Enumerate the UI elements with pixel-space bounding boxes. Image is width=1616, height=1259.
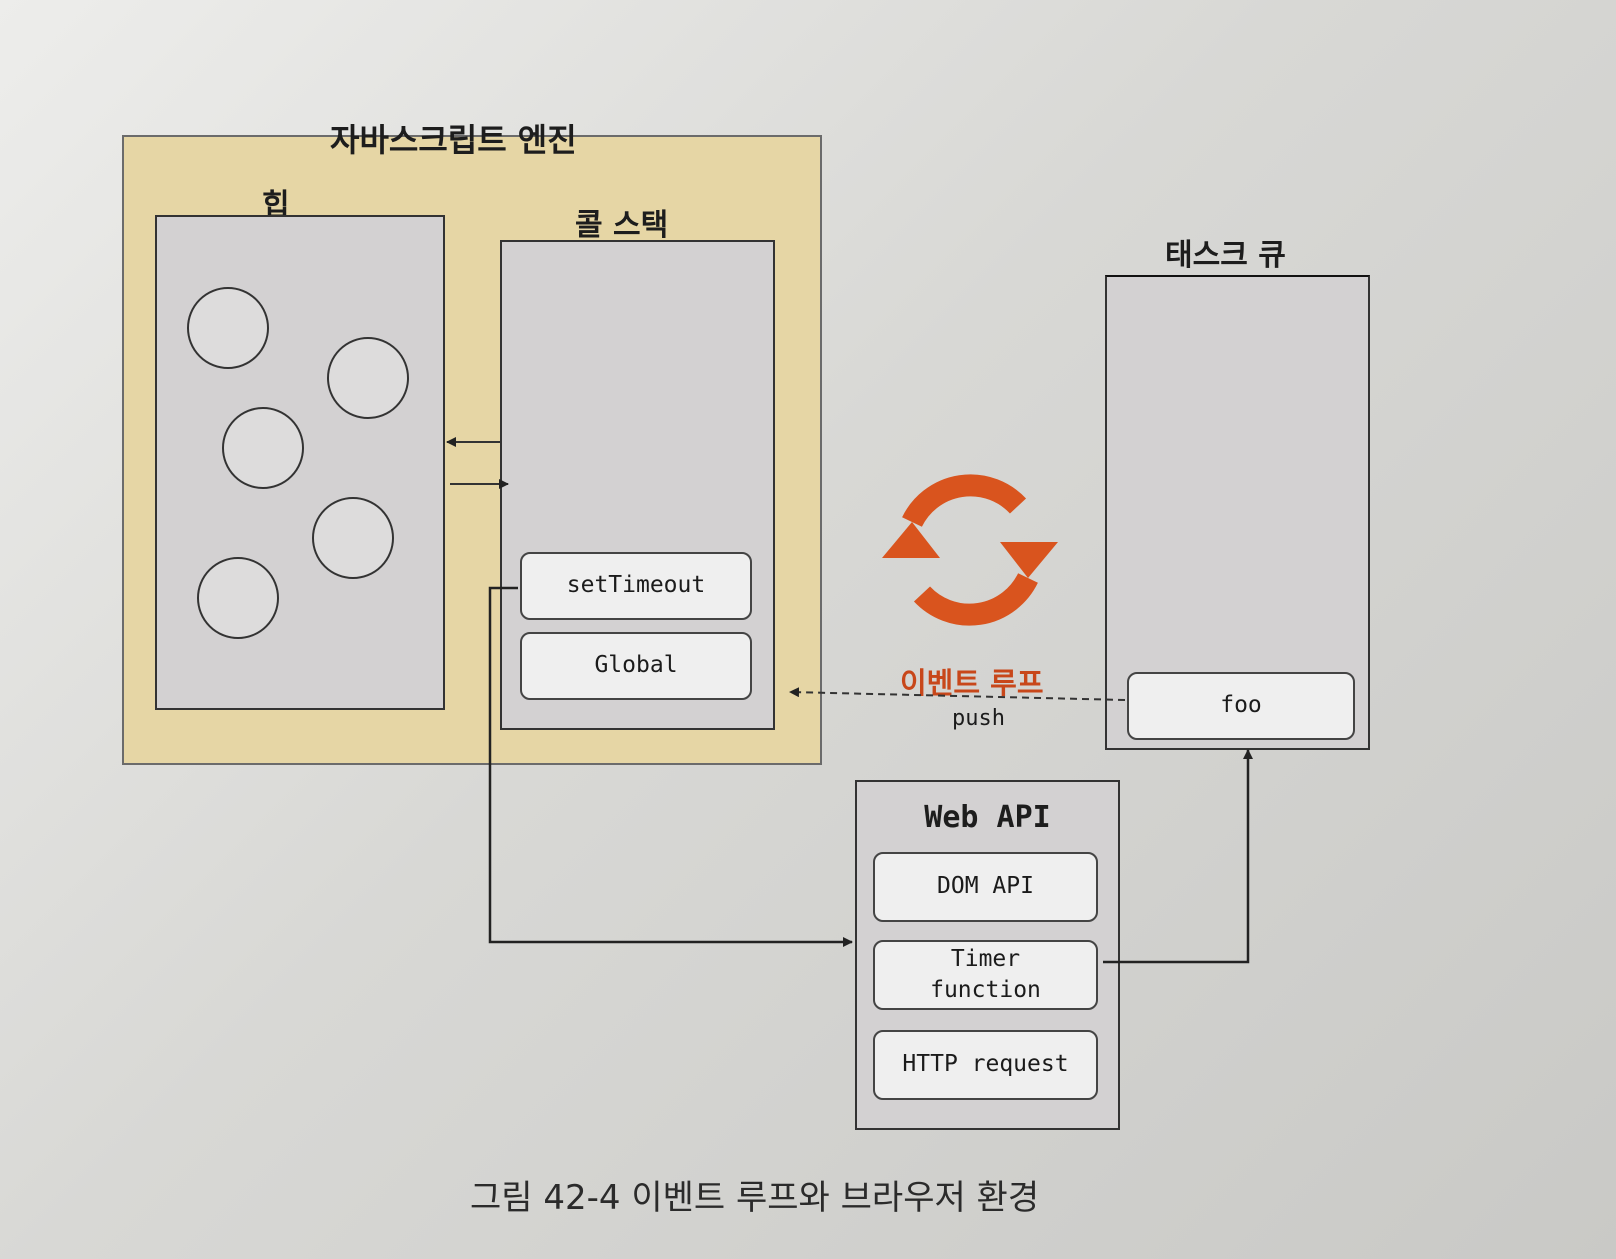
call-stack-frame-global: Global xyxy=(520,632,752,700)
push-label: push xyxy=(952,706,1005,731)
web-api-http-request: HTTP request xyxy=(873,1030,1098,1100)
task-queue-panel: foo xyxy=(1105,275,1370,750)
heap-object xyxy=(197,557,279,639)
event-loop-label: 이벤트 루프 xyxy=(900,666,1044,700)
call-stack-frame-settimeout: setTimeout xyxy=(520,552,752,620)
timer-to-task-queue-arrow xyxy=(1103,749,1253,964)
call-stack-panel: setTimeout Global xyxy=(500,240,775,730)
web-api-title: Web API xyxy=(924,800,1051,835)
call-stack-title: 콜 스택 xyxy=(575,208,669,243)
engine-title: 자바스크립트 엔진 xyxy=(330,121,577,159)
event-loop-icon xyxy=(882,474,1058,626)
heap-panel xyxy=(155,215,445,710)
settimeout-to-timer-arrow xyxy=(488,586,853,947)
heap-object xyxy=(327,337,409,419)
task-queue-item-foo: foo xyxy=(1127,672,1355,740)
web-api-dom-api: DOM API xyxy=(873,852,1098,922)
task-queue-title: 태스크 큐 xyxy=(1165,238,1286,273)
web-api-panel: Web API DOM API Timer function HTTP requ… xyxy=(855,780,1120,1130)
heap-object xyxy=(222,407,304,489)
heap-object xyxy=(187,287,269,369)
figure-caption: 그림 42-4 이벤트 루프와 브라우저 환경 xyxy=(470,1178,1040,1218)
push-arrow xyxy=(789,687,1126,701)
web-api-timer-function: Timer function xyxy=(873,940,1098,1010)
heap-object xyxy=(312,497,394,579)
